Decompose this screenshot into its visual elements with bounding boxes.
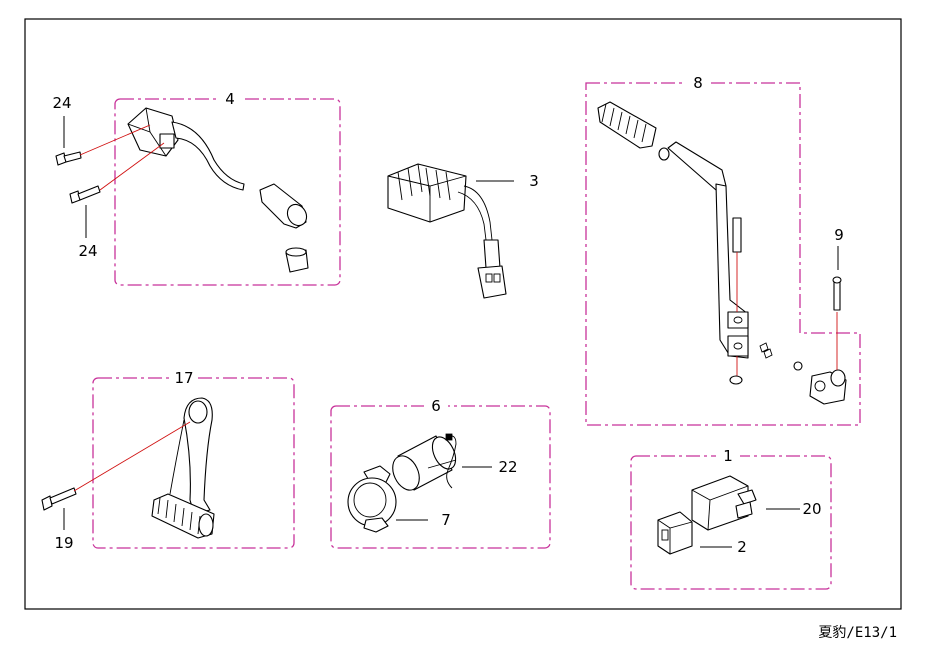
pedal-bolt-19	[41, 495, 53, 511]
kick-pin-9	[833, 281, 841, 311]
kick-bolt	[732, 217, 742, 253]
callout-24-lower: 24	[78, 242, 97, 260]
pedal-pivot	[188, 400, 208, 424]
group-6-capacitor: 6 22 7	[330, 397, 551, 549]
group-8-kickstarter: 8 9	[585, 74, 861, 426]
group-4-number: 4	[225, 90, 235, 108]
pedal-arm	[183, 397, 213, 515]
lever-arm	[171, 121, 245, 191]
callout-9: 9	[834, 226, 844, 244]
callout-7: 7	[441, 511, 451, 529]
callout-20: 20	[802, 500, 821, 518]
group-17-number: 17	[174, 369, 193, 387]
group-1-relay: 1 20 2	[630, 447, 832, 590]
group-8-number: 8	[693, 74, 703, 92]
lever-mount-block	[159, 133, 175, 149]
group-17-pedal: 17 19	[41, 369, 295, 552]
callout-3: 3	[529, 172, 539, 190]
callout-2: 2	[737, 538, 747, 556]
kick-arm-clamp	[727, 311, 749, 329]
part-3-regulator: 3	[387, 163, 539, 299]
drawing-code: 夏豹/E13/1	[818, 625, 897, 641]
diagram-frame	[24, 18, 902, 610]
callout-22: 22	[498, 458, 517, 476]
group-4-lever: 4 24 24	[52, 90, 341, 286]
regulator-wire-sleeve	[483, 239, 501, 269]
kick-washer	[729, 375, 743, 385]
group-1-number: 1	[723, 447, 733, 465]
kick-arm-shaft	[667, 141, 727, 191]
callout-24-upper: 24	[52, 94, 71, 112]
kick-spring	[759, 342, 773, 359]
relay-rubber-boot	[657, 511, 693, 555]
relay-body	[691, 475, 749, 531]
group-6-number: 6	[431, 397, 441, 415]
callout-19: 19	[54, 534, 73, 552]
